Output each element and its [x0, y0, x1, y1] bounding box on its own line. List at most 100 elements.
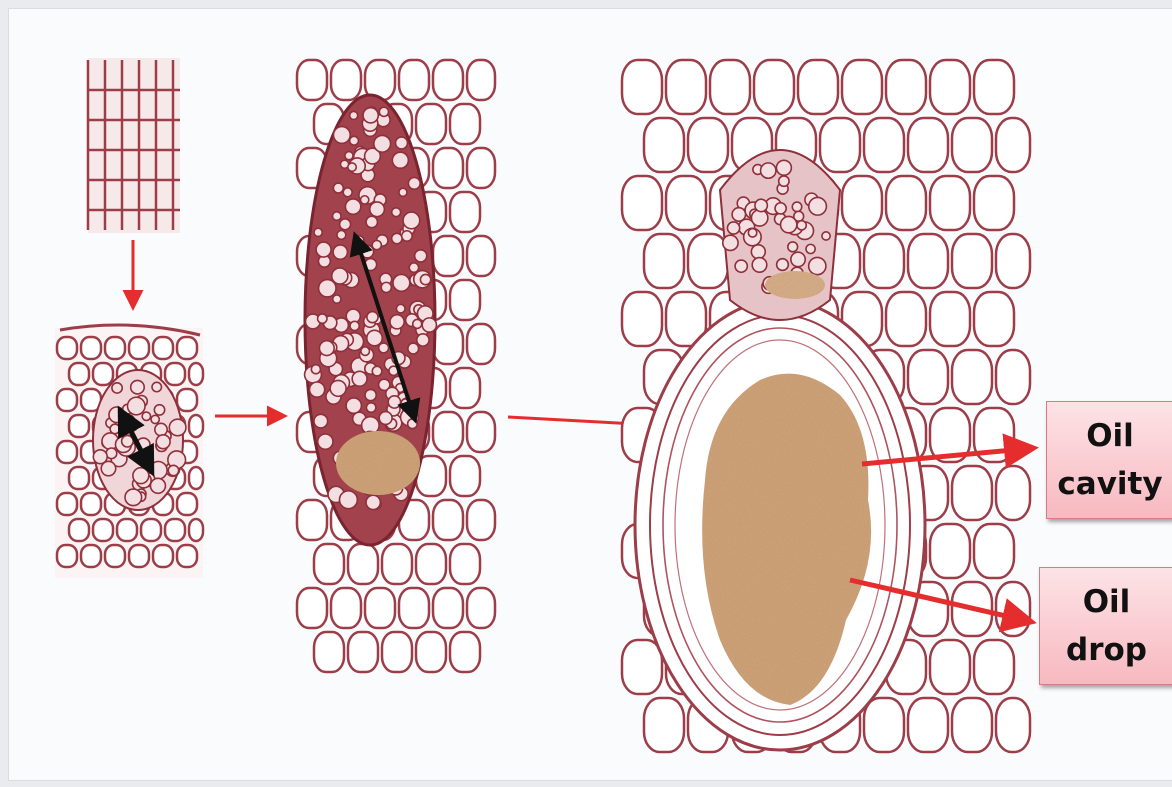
parenchyma-cell — [644, 234, 684, 288]
parenchyma-cell — [57, 441, 77, 463]
parenchyma-cell — [622, 640, 662, 694]
parenchyma-cell — [974, 176, 1014, 230]
dense-cell — [345, 152, 353, 160]
parenchyma-cell — [974, 292, 1014, 346]
dense-cell — [337, 231, 346, 240]
parenchyma-cell — [644, 118, 684, 172]
label-oil-drop: Oil drop — [1039, 567, 1172, 685]
parenchyma-cell — [57, 493, 77, 515]
dense-cell — [748, 229, 756, 237]
parenchyma-cell — [433, 60, 463, 100]
dense-cell — [311, 365, 320, 374]
parenchyma-cell — [622, 176, 662, 230]
dense-cell — [350, 111, 358, 119]
dense-cell — [125, 489, 142, 506]
parenchyma-cell — [754, 60, 794, 114]
dense-cell — [350, 321, 359, 330]
dense-cell — [779, 176, 789, 186]
parenchyma-cell — [69, 467, 89, 489]
dense-cell — [133, 468, 149, 484]
dense-cell — [333, 295, 341, 303]
parenchyma-cell — [189, 519, 203, 541]
parenchyma-cell — [974, 640, 1014, 694]
dense-cell — [393, 274, 410, 291]
parenchyma-cell — [622, 292, 662, 346]
label-oil-drop-line2: drop — [1066, 626, 1147, 674]
parenchyma-cell — [165, 363, 185, 385]
parenchyma-cell — [81, 337, 101, 359]
parenchyma-cell — [996, 234, 1030, 288]
parenchyma-cell — [189, 467, 203, 489]
dense-cell — [381, 282, 391, 292]
dense-cell — [169, 419, 186, 436]
parenchyma-cell — [996, 698, 1030, 752]
parenchyma-cell — [399, 588, 429, 628]
dense-cell — [333, 183, 343, 193]
parenchyma-cell — [129, 337, 149, 359]
parenchyma-cell — [952, 234, 992, 288]
dense-cell — [365, 389, 376, 400]
parenchyma-cell — [996, 118, 1030, 172]
dense-cell — [392, 208, 401, 217]
parenchyma-cell — [365, 588, 395, 628]
parenchyma-cell — [996, 350, 1030, 404]
dense-cell — [372, 240, 381, 249]
dense-cell — [150, 478, 165, 493]
dense-cell — [791, 252, 805, 266]
dense-cell — [319, 341, 334, 356]
parenchyma-cell — [177, 389, 197, 411]
parenchyma-cell — [314, 544, 344, 584]
parenchyma-cell — [433, 588, 463, 628]
parenchyma-cell — [450, 632, 480, 672]
parenchyma-cell — [666, 60, 706, 114]
parenchyma-cell — [467, 588, 495, 628]
parenchyma-cell — [886, 60, 926, 114]
parenchyma-cell — [57, 337, 77, 359]
parenchyma-cell — [297, 60, 327, 100]
parenchyma-cell — [297, 588, 327, 628]
dense-cell — [420, 274, 430, 284]
parenchyma-cell — [450, 192, 480, 232]
parenchyma-cell — [81, 493, 101, 515]
parenchyma-cell — [864, 118, 904, 172]
dense-cell — [316, 242, 331, 257]
dense-cell — [806, 244, 815, 253]
parenchyma-cell — [433, 236, 463, 276]
parenchyma-cell — [930, 524, 970, 578]
dense-cell — [822, 232, 830, 240]
parenchyma-cell — [93, 363, 113, 385]
parenchyma-cell — [93, 519, 113, 541]
dense-cell — [809, 257, 826, 274]
dense-cell — [403, 212, 420, 229]
dense-cell — [350, 136, 359, 145]
parenchyma-cell — [996, 582, 1030, 636]
dense-cell — [395, 137, 407, 149]
dense-cell — [367, 330, 382, 345]
dense-cell — [723, 235, 738, 250]
parenchyma-cell — [348, 544, 378, 584]
dense-cell — [345, 199, 360, 214]
dense-cell — [127, 397, 145, 415]
dense-cell — [346, 398, 361, 413]
dense-cell — [112, 383, 122, 393]
parenchyma-cell — [644, 698, 684, 752]
dense-cell — [318, 314, 327, 323]
parenchyma-cell — [996, 466, 1030, 520]
parenchyma-cell — [105, 337, 125, 359]
parenchyma-cell — [189, 363, 203, 385]
dense-cell — [319, 280, 336, 297]
dense-cell — [361, 196, 369, 204]
dense-cell — [343, 188, 352, 197]
parenchyma-cell — [886, 292, 926, 346]
parenchyma-cell — [382, 544, 412, 584]
dense-cell — [370, 202, 385, 217]
parenchyma-cell — [129, 545, 149, 567]
parenchyma-cell — [189, 415, 203, 437]
parenchyma-cell — [798, 60, 838, 114]
stage4-tissue — [622, 60, 1030, 752]
dense-cell — [392, 152, 408, 168]
dense-cell — [417, 334, 429, 346]
dense-cell — [314, 228, 322, 236]
parenchyma-cell — [433, 148, 463, 188]
parenchyma-cell — [153, 337, 173, 359]
